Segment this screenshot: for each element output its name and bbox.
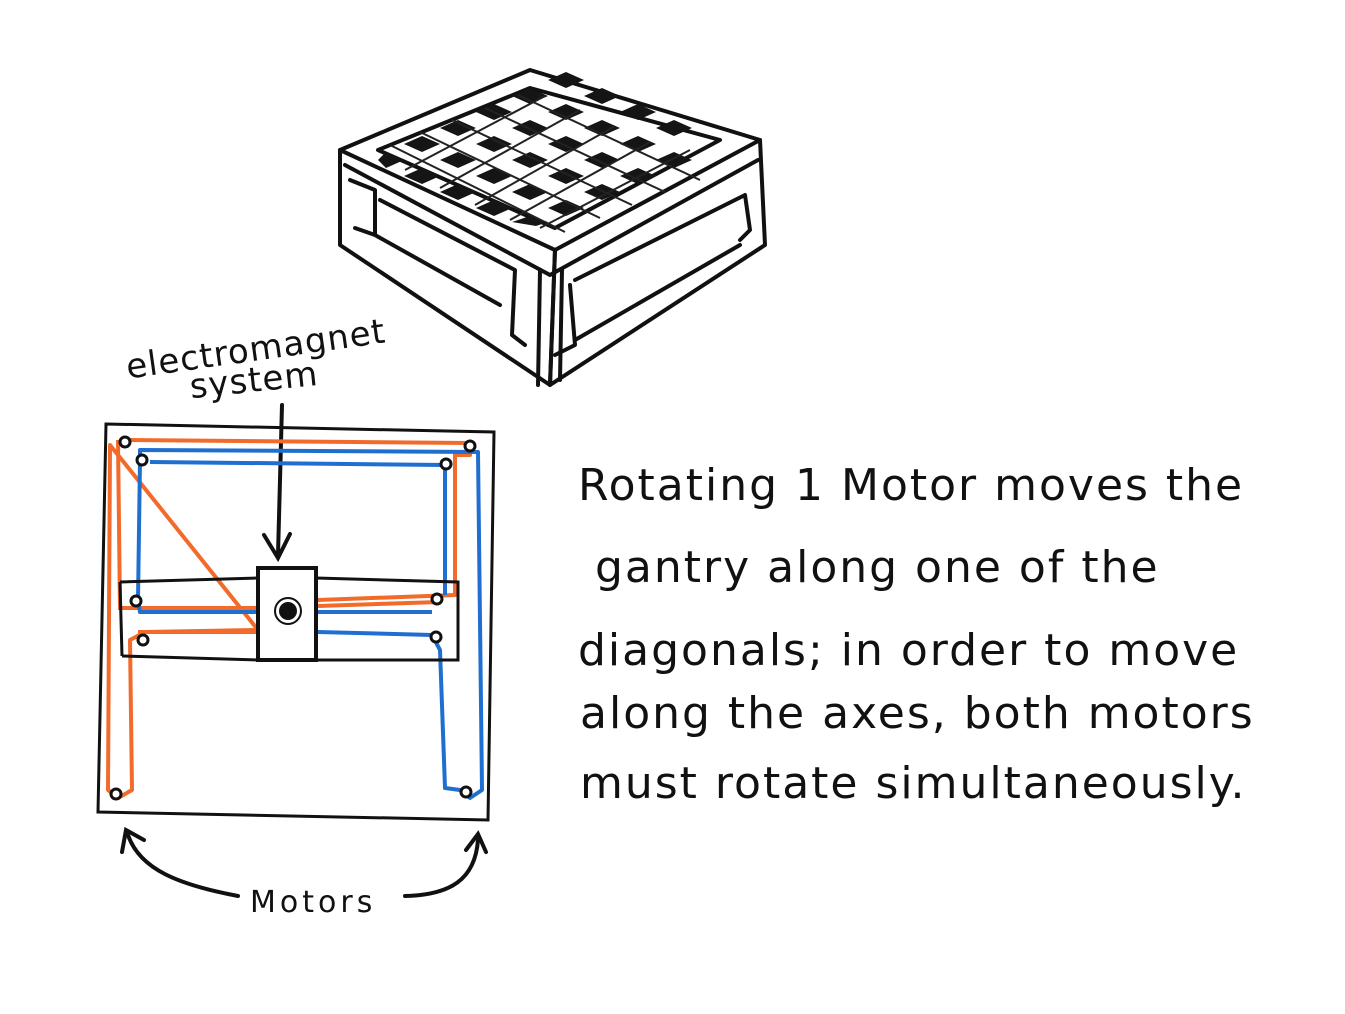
pulley-top-right [465, 441, 475, 451]
description-line-3: diagonals; in order to move [578, 625, 1239, 676]
chessboard-box-sketch [340, 70, 765, 385]
description-line-1: Rotating 1 Motor moves the [578, 460, 1244, 511]
pulley-top-left [120, 437, 130, 447]
description-line-5: must rotate simultaneously. [580, 758, 1246, 809]
pulley-top-left-inner [137, 455, 147, 465]
description-line-4: along the axes, both motors [580, 688, 1255, 739]
pulley-bar-right-top [432, 594, 442, 604]
electromagnet-carriage [258, 568, 316, 660]
pulley-bar-right-bottom [431, 632, 441, 642]
motor-left-pulley [111, 789, 121, 799]
description-line-2: gantry along one of the [595, 542, 1160, 593]
description-block: Rotating 1 Motor moves the gantry along … [578, 460, 1255, 809]
motor-right-pulley [461, 787, 471, 797]
pulley-bar-left-top [131, 596, 141, 606]
motor-arrow-left [128, 835, 238, 896]
pulley-bar-left-bottom [138, 635, 148, 645]
pulley-top-right-inner [441, 459, 451, 469]
chessboard-grid [390, 95, 700, 232]
motors-label: Motors [250, 885, 376, 920]
electromagnet-icon [279, 602, 297, 620]
